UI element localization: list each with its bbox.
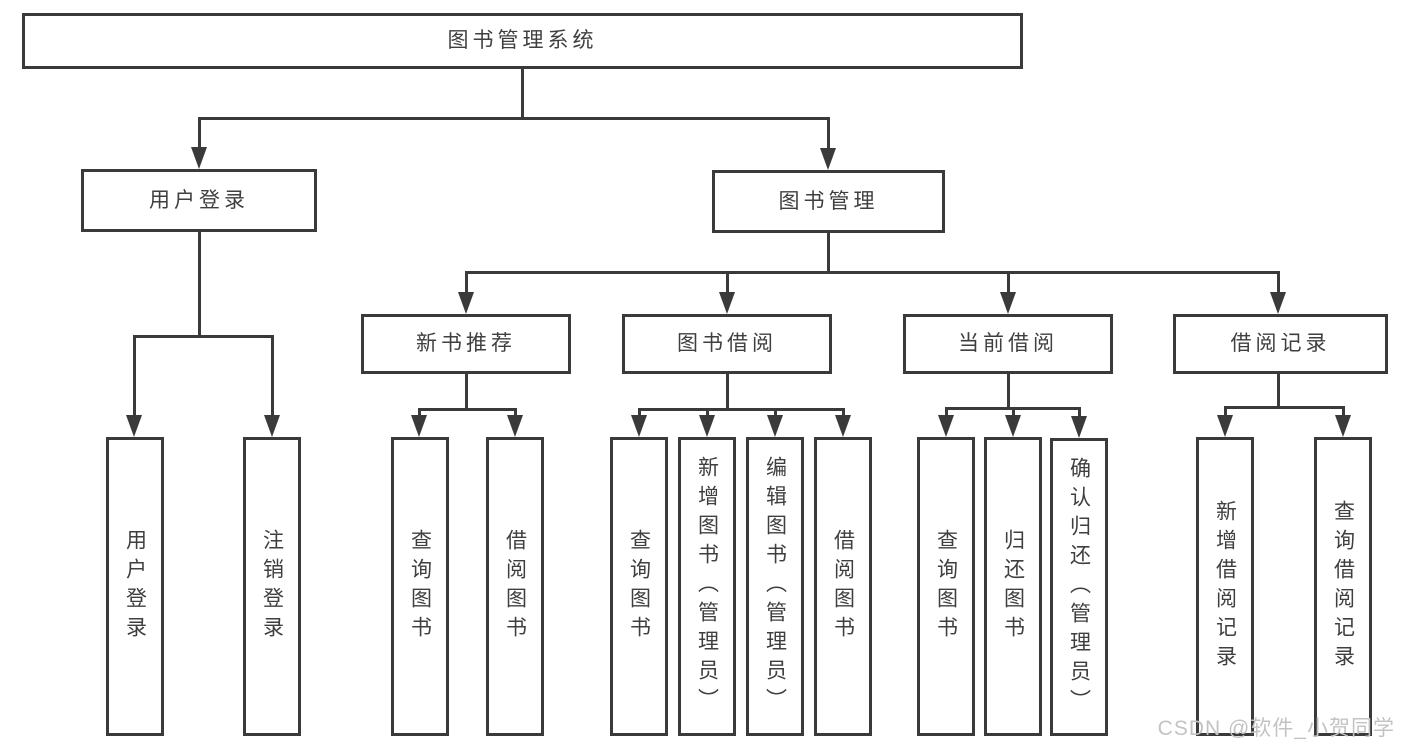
connector: [638, 408, 845, 411]
arrowhead: [767, 415, 783, 437]
arrowhead: [719, 292, 735, 314]
node-book-management: 图书管理: [712, 170, 945, 233]
connector: [521, 69, 524, 117]
connector: [465, 374, 468, 408]
leaf-query-books-1-label: 查询图书: [408, 528, 432, 645]
leaf-borrow-books-2-label: 借阅图书: [831, 528, 855, 645]
connector: [827, 233, 830, 271]
connector: [1277, 374, 1280, 406]
node-user-login: 用户登录: [81, 169, 317, 232]
arrowhead: [938, 415, 954, 437]
arrowhead: [1335, 415, 1351, 437]
arrowhead: [820, 148, 836, 170]
arrowhead: [699, 415, 715, 437]
node-new-book-recommend: 新书推荐: [361, 314, 571, 374]
connector: [1007, 271, 1010, 293]
leaf-borrow-books-1: 借阅图书: [486, 437, 544, 736]
connector: [418, 408, 421, 416]
node-book-borrow: 图书借阅: [622, 314, 832, 374]
connector: [1224, 406, 1345, 409]
connector: [271, 335, 274, 416]
connector: [706, 408, 709, 416]
connector: [1277, 271, 1280, 293]
leaf-user-login: 用户登录: [106, 437, 164, 736]
connector: [514, 408, 517, 416]
leaf-query-borrow-record-label: 查询借阅记录: [1331, 499, 1355, 674]
connector: [198, 117, 201, 148]
leaf-return-books: 归还图书: [984, 437, 1042, 736]
watermark-text: CSDN @软件_小贺同学: [1157, 717, 1395, 740]
arrowhead: [458, 292, 474, 314]
leaf-borrow-books-1-label: 借阅图书: [503, 528, 527, 645]
connector: [1012, 407, 1015, 416]
connector: [827, 117, 830, 149]
leaf-confirm-return-admin: 确认归还（管理员）: [1050, 438, 1108, 736]
arrowhead: [1071, 416, 1087, 438]
arrowhead: [507, 415, 523, 437]
leaf-add-borrow-record-label: 新增借阅记录: [1213, 499, 1237, 674]
arrowhead: [264, 415, 280, 437]
node-new-book-recommend-label: 新书推荐: [416, 332, 516, 356]
node-current-borrow-label: 当前借阅: [958, 332, 1058, 356]
connector: [842, 408, 845, 416]
leaf-query-books-3-label: 查询图书: [934, 528, 958, 645]
leaf-query-books-3: 查询图书: [917, 437, 975, 736]
node-root: 图书管理系统: [22, 13, 1023, 69]
connector: [1342, 406, 1345, 416]
node-root-label: 图书管理系统: [447, 29, 598, 53]
leaf-confirm-return-admin-label: 确认归还（管理员）: [1067, 456, 1091, 718]
connector: [726, 374, 729, 408]
arrowhead: [1270, 292, 1286, 314]
leaf-logout: 注销登录: [243, 437, 301, 736]
leaf-edit-books-admin: 编辑图书（管理员）: [746, 437, 804, 736]
connector: [1007, 374, 1010, 407]
arrowhead: [1000, 292, 1016, 314]
leaf-query-books-2-label: 查询图书: [627, 528, 651, 645]
arrowhead: [411, 415, 427, 437]
arrowhead: [1005, 415, 1021, 437]
leaf-add-books-admin-label: 新增图书（管理员）: [695, 456, 719, 717]
arrowhead: [126, 415, 142, 437]
leaf-logout-label: 注销登录: [260, 528, 284, 645]
connector: [465, 271, 468, 293]
arrowhead: [191, 147, 207, 169]
connector: [133, 335, 274, 338]
leaf-return-books-label: 归还图书: [1001, 528, 1025, 645]
leaf-user-login-label: 用户登录: [123, 528, 147, 645]
leaf-add-borrow-record: 新增借阅记录: [1196, 437, 1254, 736]
connector: [1078, 407, 1081, 416]
connector: [1224, 406, 1227, 416]
connector: [945, 407, 948, 416]
node-borrow-records: 借阅记录: [1173, 314, 1388, 374]
arrowhead: [1217, 415, 1233, 437]
leaf-query-books-2: 查询图书: [610, 437, 668, 736]
leaf-edit-books-admin-label: 编辑图书（管理员）: [763, 456, 787, 717]
connector: [726, 271, 729, 293]
leaf-borrow-books-2: 借阅图书: [814, 437, 872, 736]
arrowhead: [631, 415, 647, 437]
connector: [133, 335, 136, 416]
connector: [198, 117, 830, 120]
connector: [638, 408, 641, 416]
leaf-query-books-1: 查询图书: [391, 437, 449, 736]
node-book-management-label: 图书管理: [778, 189, 879, 213]
connector: [465, 271, 1280, 274]
node-user-login-label: 用户登录: [149, 188, 249, 212]
node-book-borrow-label: 图书借阅: [677, 332, 777, 356]
connector: [774, 408, 777, 416]
node-borrow-records-label: 借阅记录: [1230, 332, 1331, 356]
leaf-query-borrow-record: 查询借阅记录: [1314, 437, 1372, 736]
leaf-add-books-admin: 新增图书（管理员）: [678, 437, 736, 736]
arrowhead: [835, 415, 851, 437]
connector: [418, 408, 517, 411]
node-current-borrow: 当前借阅: [903, 314, 1113, 374]
connector: [198, 232, 201, 335]
